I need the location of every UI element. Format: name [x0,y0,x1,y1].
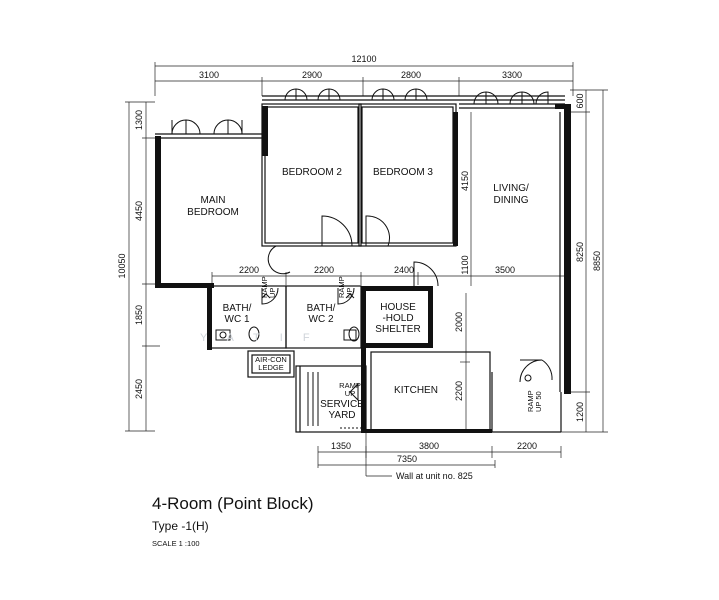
plan-title: 4-Room (Point Block) [152,494,314,513]
dim-right-outer: 8850 [592,251,602,271]
shelter-label-2: -HOLD [382,313,413,324]
dim-top-total: 12100 [351,54,376,64]
dim-corridor-2: 2200 [314,265,334,275]
kitchen-label: KITCHEN [394,385,438,396]
dimension-lines [125,62,608,477]
dim-bottom-3: 2200 [517,441,537,451]
dim-right-top: 600 [575,93,585,108]
ramp-label-entrance: RAMP [526,390,535,412]
dim-left-2: 4450 [134,201,144,221]
dim-corridor-depth: 1100 [460,255,470,274]
service-yard-label-1: SERVICE [320,399,364,410]
dim-left-total: 10050 [117,253,127,278]
aircon-ledge-label-1: AIR-CON [255,355,287,364]
structural-walls [155,104,571,433]
dim-kitchen-depth: 2200 [454,381,464,401]
aircon-ledge-label-2: LEDGE [258,363,283,372]
dim-corridor-3: 2400 [394,265,414,275]
dim-left-4: 2450 [134,379,144,399]
ramp-up-label-bath1: UP [268,288,277,298]
windows [171,88,549,135]
main-bedroom-label-2: BEDROOM [187,207,239,218]
doors [261,215,553,383]
ramp-label-bath2: RAMP [337,276,346,298]
plan-scale: SCALE 1 :100 [152,539,200,548]
fixtures [215,293,364,429]
bedroom3-label: BEDROOM 3 [373,167,433,178]
dim-right-bottom: 1200 [575,402,585,422]
service-yard-label-2: YARD [328,410,355,421]
dim-left-1: 1300 [134,110,144,130]
dim-bottom-2: 3800 [419,441,439,451]
dim-top-4: 3300 [502,70,522,80]
dim-top-2: 2900 [302,70,322,80]
dim-top-1: 3100 [199,70,219,80]
bath2-label-1: BATH/ [307,303,336,314]
ramp-label-bath1: RAMP [260,276,269,298]
main-bedroom-label-1: MAIN [201,195,226,206]
ramp-up50-label-entrance: UP 50 [534,391,543,412]
bedroom2-label: BEDROOM 2 [282,167,342,178]
wall-note: Wall at unit no. 825 [396,471,473,481]
shelter-label-3: SHELTER [375,324,420,335]
dim-bottom-1: 1350 [331,441,351,451]
ramp-label-yard: RAMP [339,381,361,390]
dim-right-inner: 8250 [575,242,585,262]
bath1-label-1: BATH/ [223,303,252,314]
dim-bottom-total: 7350 [397,454,417,464]
living-dining-label-2: DINING [494,195,529,206]
dim-left-3: 1850 [134,305,144,325]
bath1-label-2: WC 1 [225,314,250,325]
dim-shelter-depth: 2000 [454,312,464,332]
dim-top-3: 2800 [401,70,421,80]
bath2-label-2: WC 2 [309,314,334,325]
ramp-up-label-yard: UP [345,389,355,398]
watermark: YATIF [200,332,330,344]
plan-type: Type -1(H) [152,519,209,533]
dim-corridor-4: 3500 [495,265,515,275]
dim-bedroom-depth: 4150 [460,171,470,191]
dim-corridor-1: 2200 [239,265,259,275]
shelter-label-1: HOUSE [380,302,416,313]
ramp-up-label-bath2: UP [345,288,354,298]
living-dining-label-1: LIVING/ [493,183,529,194]
